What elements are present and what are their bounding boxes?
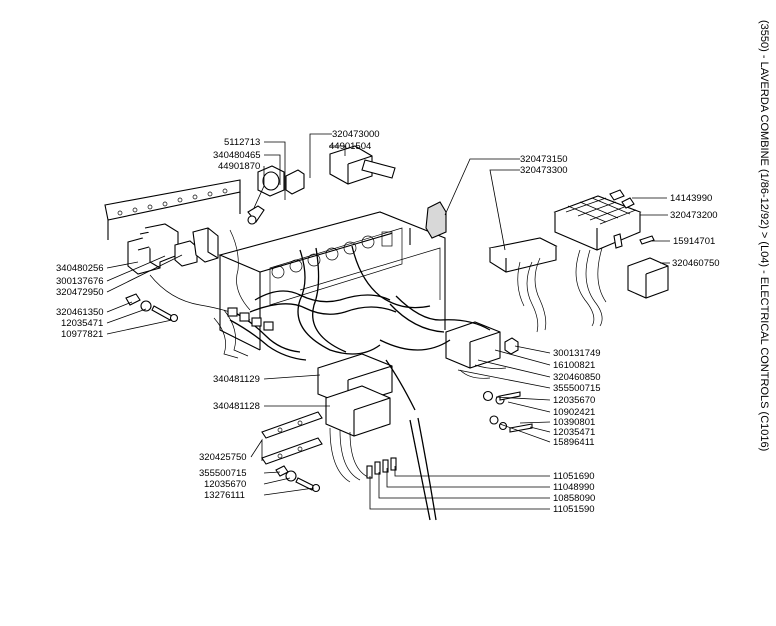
- part-label: 340481128: [213, 401, 260, 412]
- part-label: 340480256: [56, 263, 104, 274]
- part-label: 11051690: [553, 471, 595, 482]
- part-label: 11051590: [553, 504, 595, 515]
- part-label: 340481129: [213, 374, 260, 385]
- part-label: 320473300: [520, 165, 568, 176]
- part-label: 10390801: [553, 417, 595, 428]
- part-label: 355500715: [553, 383, 601, 394]
- part-label: 300137676: [56, 276, 104, 287]
- part-label: 340480465: [213, 150, 261, 161]
- diagram-title: (3550) - LAVERDA COMBINE (1/86-12/92) > …: [758, 20, 770, 451]
- part-label: 10977821: [61, 329, 103, 340]
- part-label: 13276111: [204, 490, 245, 501]
- part-label: 12035471: [553, 427, 595, 438]
- part-label: 14143990: [670, 193, 712, 204]
- part-label: 320473000: [332, 129, 380, 140]
- dashboard-assembly-drawing: [104, 145, 669, 521]
- part-label: 300131749: [553, 348, 601, 359]
- part-label: 320460850: [553, 372, 601, 383]
- part-label: 5112713: [224, 137, 260, 148]
- part-label: 10858090: [553, 493, 595, 504]
- part-label: 12035670: [204, 479, 246, 490]
- leader-lines: [106, 133, 670, 510]
- part-label: 10902421: [553, 407, 595, 418]
- part-label: 12035670: [553, 395, 595, 406]
- part-number-labels: 320473000 5112713 340480465 44901504 449…: [56, 129, 720, 515]
- part-label: 44901870: [218, 161, 260, 172]
- part-label: 15896411: [553, 437, 595, 448]
- part-label: 320473150: [520, 154, 568, 165]
- part-label: 355500715: [199, 468, 247, 479]
- part-label: 16100821: [553, 360, 595, 371]
- part-label: 320461350: [56, 307, 104, 318]
- part-label: 44901504: [329, 141, 371, 152]
- part-label: 320473200: [670, 210, 718, 221]
- part-label: 320425750: [199, 452, 247, 463]
- part-label: 320472950: [56, 287, 104, 298]
- part-label: 320460750: [672, 258, 720, 269]
- part-label: 15914701: [673, 236, 715, 247]
- part-label: 12035471: [61, 318, 103, 329]
- part-label: 11048990: [553, 482, 595, 493]
